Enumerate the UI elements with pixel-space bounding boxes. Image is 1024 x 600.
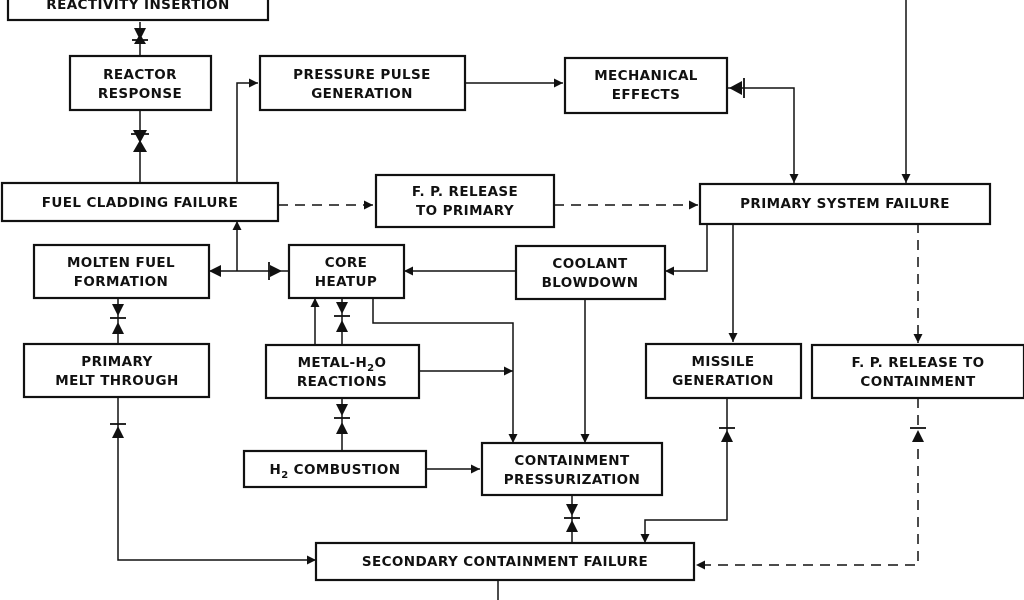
node-label: MISSILE [692,354,755,370]
node-primary-system-failure: PRIMARY SYSTEM FAILURE [698,182,992,226]
node-label: CORE [325,255,368,271]
node-label: F. P. RELEASE TO [852,355,985,371]
node-label: F. P. RELEASE [412,184,518,200]
node-label: HEATUP [315,274,377,290]
node-label: METAL-H2O [298,355,387,374]
node-label: H2 COMBUSTION [270,462,401,481]
node-label: MELT THROUGH [55,373,178,389]
connectors [110,0,926,600]
node-secondary-containment-failure: SECONDARY CONTAINMENT FAILURE [314,541,696,582]
connector-mechanical-primary [727,87,799,183]
connector-core-containment [372,298,518,443]
node-fuel-cladding-failure: FUEL CLADDING FAILURE [0,181,280,223]
node-label: BLOWDOWN [542,275,639,291]
node-label: EFFECTS [612,87,681,103]
node-missile-generation: MISSILE GENERATION [644,342,803,400]
node-label: FORMATION [74,274,169,290]
node-reactivity-insertion: REACTIVITY INSERTION [6,0,270,22]
node-label: MOLTEN FUEL [67,255,175,271]
node-coolant-blowdown: COOLANT BLOWDOWN [514,244,667,301]
node-label: CONTAINMENT [860,374,976,390]
node-label: REACTIONS [297,374,387,390]
connector-missile-secondary [640,398,728,543]
node-core-heatup: CORE HEATUP [287,243,406,300]
node-label: COOLANT [552,256,628,272]
node-label: RESPONSE [98,86,182,102]
node-label: PRESSURIZATION [504,472,641,488]
node-label: PRESSURE PULSE [293,67,431,83]
node-reactor-response: REACTOR RESPONSE [68,54,213,112]
node-containment-pressurization: CONTAINMENT PRESSURIZATION [480,441,664,497]
node-label: GENERATION [672,373,774,389]
node-label: REACTIVITY INSERTION [46,0,229,13]
node-label: MECHANICAL [594,68,698,84]
node-label: GENERATION [311,86,413,102]
node-h2-combustion: H2 COMBUSTION [242,449,428,489]
node-label: PRIMARY [81,354,152,370]
node-fp-release-to-containment: F. P. RELEASE TO CONTAINMENT [810,343,1024,400]
node-fp-release-to-primary: F. P. RELEASE TO PRIMARY [374,173,556,229]
node-label: FUEL CLADDING FAILURE [42,195,238,211]
connector-cladding-pressure [236,78,258,183]
node-label: CONTAINMENT [514,453,630,469]
node-metal-h2o-reactions: METAL-H2O REACTIONS [264,343,421,400]
node-label: REACTOR [103,67,177,83]
node-pressure-pulse-generation: PRESSURE PULSE GENERATION [258,54,467,112]
node-label: SECONDARY CONTAINMENT FAILURE [362,554,648,570]
connector-melt-secondary [117,397,316,565]
node-molten-fuel-formation: MOLTEN FUEL FORMATION [32,243,211,300]
node-primary-melt-through: PRIMARY MELT THROUGH [22,342,211,399]
connector-fpcontainment-secondary [696,398,919,570]
connector-primary-coolant [665,223,708,276]
node-label: PRIMARY SYSTEM FAILURE [740,196,950,212]
node-mechanical-effects: MECHANICAL EFFECTS [563,56,729,115]
node-label: TO PRIMARY [416,203,514,219]
